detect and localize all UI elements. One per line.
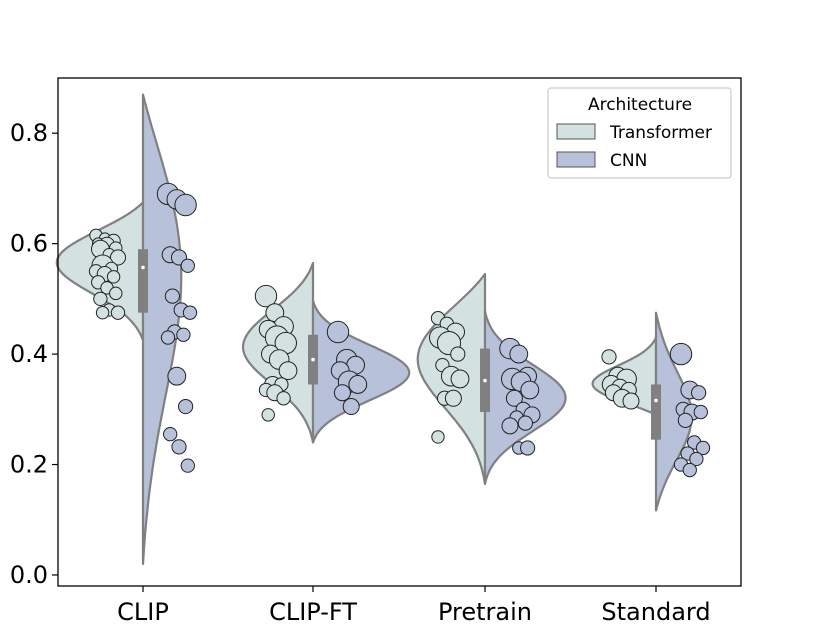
- point-cnn-pretrain: [520, 440, 536, 456]
- y-tick-label: 0.6: [10, 230, 48, 258]
- y-axis: 0.0 0.2 0.4 0.6 0.8: [10, 119, 58, 589]
- x-tick-label: CLIP-FT: [269, 598, 357, 626]
- point-cnn-clip-ft: [342, 398, 360, 416]
- x-tick-label: Pretrain: [438, 598, 532, 626]
- box-iqr-standard: [651, 384, 661, 440]
- x-tick-label: CLIP: [117, 598, 169, 626]
- point-cnn-clip: [180, 458, 195, 473]
- point-cnn-standard: [677, 412, 694, 428]
- x-tick-label: Standard: [601, 598, 710, 626]
- legend-swatch-transformer: [556, 123, 596, 140]
- point-transformer-clip-ft: [261, 408, 275, 422]
- point-transformer-standard: [601, 349, 617, 365]
- point-cnn-pretrain: [509, 344, 529, 364]
- point-cnn-clip: [174, 193, 197, 217]
- y-tick-label: 0.0: [10, 561, 48, 589]
- point-cnn-pretrain: [517, 415, 534, 431]
- y-tick-label: 0.2: [10, 451, 48, 479]
- box-median-pretrain: [483, 378, 487, 383]
- point-cnn-clip: [163, 427, 178, 442]
- plot-frame: [57, 77, 742, 587]
- point-cnn-clip: [160, 330, 176, 345]
- point-cnn-standard: [689, 451, 704, 467]
- point-cnn-standard: [691, 385, 707, 401]
- point-cnn-clip: [180, 258, 195, 273]
- box-iqr-clip: [138, 249, 148, 313]
- data-points: [88, 182, 711, 478]
- point-transformer-clip-ft: [276, 391, 291, 406]
- point-transformer-clip: [109, 249, 127, 266]
- legend-title: Architecture: [588, 95, 692, 115]
- point-cnn-clip-ft: [348, 375, 368, 394]
- box-median-clip: [141, 265, 145, 270]
- point-transformer-standard: [622, 392, 640, 410]
- point-transformer-clip-ft: [254, 284, 278, 308]
- point-cnn-standard: [682, 462, 697, 478]
- legend-label-cnn: CNN: [610, 151, 647, 171]
- point-transformer-clip: [109, 286, 123, 301]
- legend[interactable]: Architecture Transformer CNN: [547, 87, 732, 179]
- point-cnn-clip: [167, 366, 187, 386]
- legend-label-transformer: Transformer: [609, 123, 712, 143]
- box-median-clip-ft: [311, 357, 315, 362]
- point-transformer-clip: [95, 305, 110, 320]
- point-transformer-clip: [93, 291, 108, 307]
- y-tick-label: 0.4: [10, 340, 48, 368]
- point-transformer-pretrain: [450, 369, 470, 389]
- point-transformer-pretrain: [431, 430, 445, 444]
- point-cnn-clip: [178, 398, 194, 415]
- point-cnn-clip-ft: [333, 384, 351, 402]
- point-transformer-clip: [106, 270, 121, 284]
- point-cnn-clip: [182, 305, 198, 320]
- y-tick-label: 0.8: [10, 119, 48, 147]
- point-cnn-clip-ft: [326, 320, 350, 344]
- point-cnn-clip: [164, 288, 180, 304]
- point-transformer-pretrain: [444, 389, 462, 407]
- point-cnn-clip: [171, 439, 187, 455]
- point-transformer-pretrain: [450, 346, 466, 362]
- legend-swatch-cnn: [556, 151, 596, 168]
- point-cnn-clip: [176, 327, 191, 342]
- point-transformer-clip-ft: [278, 361, 298, 381]
- point-cnn-standard: [669, 342, 693, 366]
- point-cnn-pretrain: [505, 389, 523, 407]
- point-cnn-pretrain: [501, 417, 519, 435]
- point-cnn-standard: [695, 440, 711, 456]
- box-median-standard: [654, 398, 658, 403]
- box-plots: [138, 249, 661, 440]
- point-transformer-clip: [110, 305, 126, 320]
- point-cnn-pretrain: [520, 380, 540, 400]
- point-cnn-standard: [693, 404, 708, 420]
- x-axis: CLIP CLIP-FT Pretrain Standard: [117, 586, 711, 626]
